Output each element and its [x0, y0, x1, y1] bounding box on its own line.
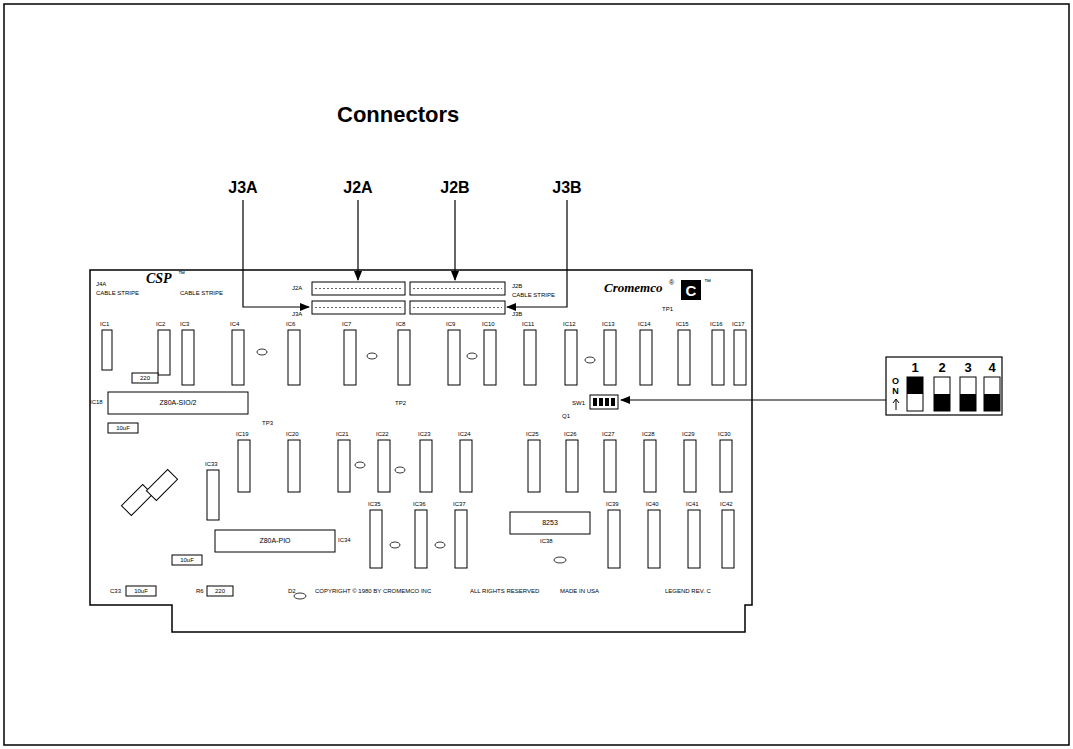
trademark: ® — [669, 279, 674, 286]
switch-number: 4 — [988, 361, 995, 374]
chip-label: Z80A-PIO — [259, 537, 290, 544]
chip-number: IC30 — [718, 431, 731, 437]
chip-number: IC19 — [236, 431, 249, 437]
logo-letter: C — [686, 283, 697, 298]
chip-number: IC4 — [230, 321, 239, 327]
trademark: ™ — [178, 270, 185, 277]
chip-number: IC3 — [180, 321, 189, 327]
chip-number: IC13 — [602, 321, 615, 327]
part-value: 10uF — [116, 425, 130, 431]
silk-label: SW1 — [572, 400, 585, 406]
switch-number: 2 — [938, 361, 945, 374]
chip-number: IC39 — [606, 501, 619, 507]
silk-label: CABLE STRIPE — [180, 290, 223, 296]
switch-number: 1 — [911, 361, 918, 374]
silk-label: D2 — [288, 588, 296, 594]
silk-label: Q1 — [562, 413, 570, 419]
chip-number: IC26 — [564, 431, 577, 437]
chip-number: IC23 — [418, 431, 431, 437]
copyright-note: LEGEND REV. C — [665, 588, 711, 594]
callout-label: J2B — [440, 180, 469, 196]
silk-label: TP1 — [662, 306, 673, 312]
silk-label: J2B — [512, 283, 522, 289]
chip-number: IC7 — [342, 321, 351, 327]
chip-number: IC36 — [413, 501, 426, 507]
chip-number: IC22 — [376, 431, 389, 437]
callout-label: J3B — [552, 180, 581, 196]
part-value: 220 — [140, 375, 150, 381]
copyright-note: COPYRIGHT © 1980 BY CROMEMCO INC — [315, 588, 431, 594]
switch-on-label: ON — [891, 377, 900, 397]
silk-label: C33 — [110, 588, 121, 594]
chip-number: IC9 — [446, 321, 455, 327]
chip-number: IC15 — [676, 321, 689, 327]
chip-number: IC41 — [686, 501, 699, 507]
chip-number: IC17 — [732, 321, 745, 327]
maker-name: Cromemco — [604, 281, 663, 294]
copyright-note: MADE IN USA — [560, 588, 599, 594]
chip-number: IC29 — [682, 431, 695, 437]
chip-number: IC35 — [368, 501, 381, 507]
chip-number: IC42 — [720, 501, 733, 507]
chip-number: IC20 — [286, 431, 299, 437]
copyright-note: ALL RIGHTS RESERVED — [470, 588, 539, 594]
chip-number: IC6 — [286, 321, 295, 327]
callout-label: J2A — [343, 180, 372, 196]
chip-number: IC2 — [156, 321, 165, 327]
board-name: CSP — [146, 272, 172, 286]
chip-number: IC12 — [563, 321, 576, 327]
switch-number: 3 — [964, 361, 971, 374]
silk-label: CABLE STRIPE — [512, 292, 555, 298]
silk-label: J2A — [292, 285, 302, 291]
chip-number: IC27 — [602, 431, 615, 437]
chip-number: IC28 — [642, 431, 655, 437]
chip-number: IC21 — [336, 431, 349, 437]
chip-number: IC37 — [453, 501, 466, 507]
chip-number: IC14 — [638, 321, 651, 327]
chip-label: 8253 — [542, 519, 558, 526]
chip-number: IC24 — [458, 431, 471, 437]
silk-label: J4A — [96, 281, 106, 287]
part-value: 10uF — [134, 588, 148, 594]
silk-label: IC18 — [90, 399, 103, 405]
silk-label: IC38 — [540, 538, 553, 544]
silk-label: J3B — [512, 311, 522, 317]
chip-number: IC25 — [526, 431, 539, 437]
silk-label: IC34 — [338, 537, 351, 543]
chip-number: IC10 — [482, 321, 495, 327]
part-value: 10uF — [180, 557, 194, 563]
silk-label: J3A — [292, 311, 302, 317]
trademark: ™ — [704, 278, 711, 285]
silk-label: CABLE STRIPE — [96, 290, 139, 296]
chip-number: IC11 — [522, 321, 534, 327]
silk-label: TP3 — [262, 420, 273, 426]
chip-number: IC16 — [710, 321, 723, 327]
part-value: 220 — [215, 588, 225, 594]
callout-label: J3A — [228, 180, 257, 196]
chip-number: IC8 — [396, 321, 405, 327]
silk-label: R6 — [196, 588, 204, 594]
chip-number: IC40 — [646, 501, 659, 507]
chip-label: Z80A-SIO/2 — [160, 399, 197, 406]
silk-label: TP2 — [395, 400, 406, 406]
diagram-title: Connectors — [337, 104, 459, 126]
silk-label: IC33 — [205, 461, 218, 467]
chip-number: IC1 — [100, 321, 109, 327]
